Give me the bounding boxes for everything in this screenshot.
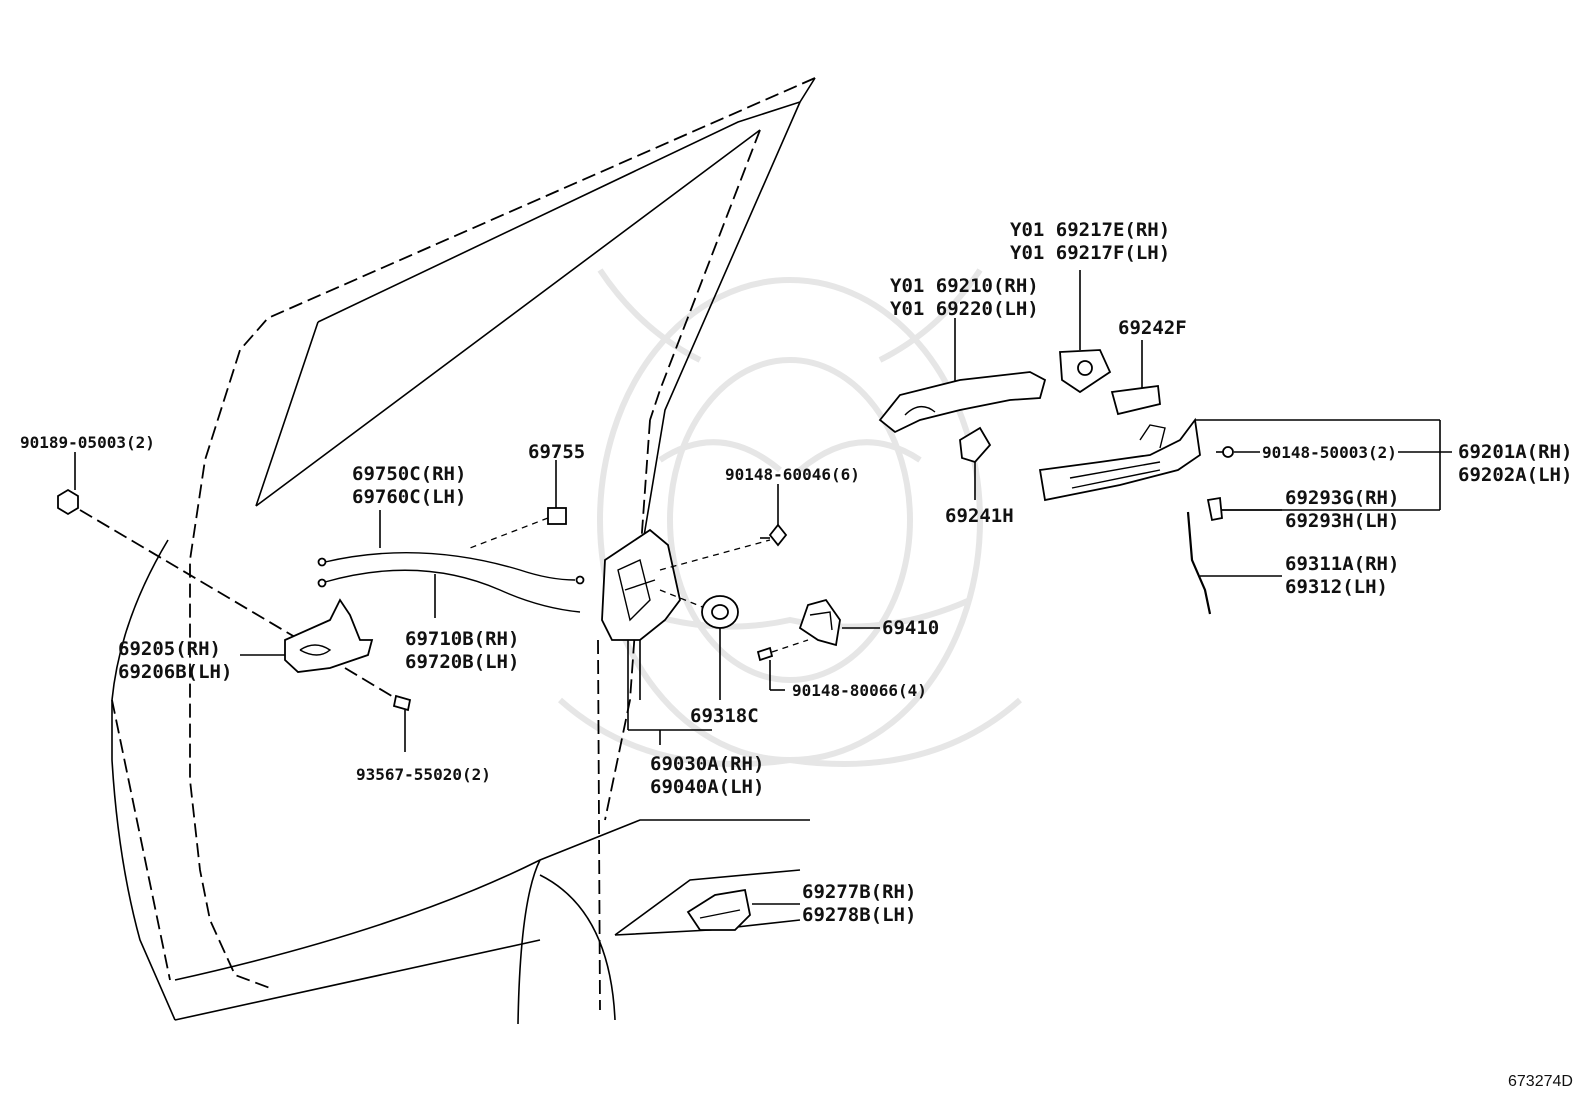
door-outline [111,77,816,1025]
label-69293g: 69293G(RH) [1285,487,1399,509]
bolt-90148-60046 [760,484,788,547]
diagram-reference-code: 673274D [1508,1073,1573,1090]
label-69760c: 69760C(LH) [352,486,466,508]
pad-69241 [959,426,992,500]
label-69311a: 69311A(RH) [1285,553,1399,575]
label-90148-60046: 90148-60046(6) [725,465,860,484]
label-69277b: 69277B(RH) [802,881,916,903]
label-69217e: Y01 69217E(RH) [1010,219,1170,241]
cables-69750-69710 [317,510,585,618]
label-69202a: 69202A(LH) [1458,464,1572,486]
cover-69217 [1059,270,1112,394]
label-69410: 69410 [882,617,939,639]
label-69318c: 69318C [690,705,759,727]
screw-90148-80066 [756,639,809,691]
label-69030a: 69030A(RH) [650,753,764,775]
label-69278b: 69278B(LH) [802,904,916,926]
pad-69242 [1110,340,1161,416]
label-69755: 69755 [528,441,585,463]
label-69293h: 69293H(LH) [1285,510,1399,532]
inside-handle-69205 [240,598,374,673]
label-90148-80066: 90148-80066(4) [792,681,927,700]
clip-69293 [1206,496,1282,522]
callout-labels: 90189-05003(2) 69750C(RH) 69760C(LH) 697… [20,219,1573,1090]
label-90189-05003: 90189-05003(2) [20,433,155,452]
door-lock-69030 [601,528,771,745]
label-69217f: Y01 69217F(LH) [1010,242,1170,264]
label-69242f: 69242F [1118,317,1187,339]
bumper-69277 [686,888,800,931]
label-69220: Y01 69220(LH) [890,298,1039,320]
label-69720b: 69720B(LH) [405,651,519,673]
label-69312: 69312(LH) [1285,576,1388,598]
screw-93567 [344,667,412,752]
label-69210: Y01 69210(RH) [890,275,1039,297]
watermark-emblem [558,268,1022,767]
frame-69201 [1038,417,1452,511]
outside-handle-69210 [878,318,1047,434]
label-93567-55020: 93567-55020(2) [356,765,491,784]
clip-90189 [57,452,301,641]
label-69241h: 69241H [945,505,1014,527]
grommet-69318 [701,595,739,700]
rod-69311 [1186,511,1282,615]
bolt-90148-50003 [1216,446,1260,458]
label-69710b: 69710B(RH) [405,628,519,650]
clip-69755 [469,460,567,549]
striker-69410 [798,598,880,647]
label-69040a: 69040A(LH) [650,776,764,798]
label-69205: 69205(RH) [118,638,221,660]
label-69206b: 69206B(LH) [118,661,232,683]
label-90148-50003: 90148-50003(2) [1262,443,1397,462]
label-69750c: 69750C(RH) [352,463,466,485]
label-69201a: 69201A(RH) [1458,441,1572,463]
